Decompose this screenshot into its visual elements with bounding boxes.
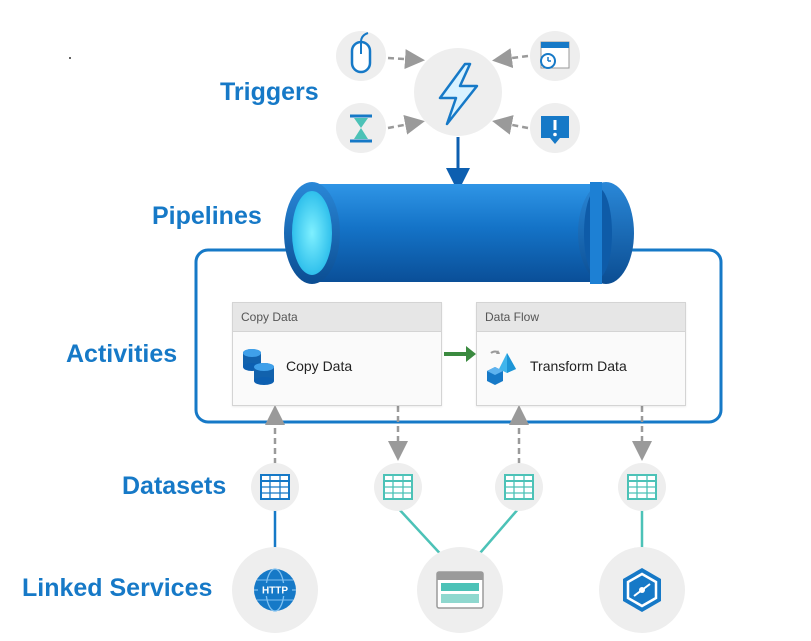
activity-card-label: Transform Data	[530, 358, 627, 374]
activity-card-header: Data Flow	[477, 303, 685, 332]
linked-service-storage	[417, 547, 503, 633]
trigger-alert	[530, 103, 580, 153]
pipelines-label: Pipelines	[152, 202, 262, 230]
data-flow-icon	[487, 350, 516, 385]
activity-card-header: Copy Data	[233, 303, 441, 332]
dataset-1	[251, 463, 299, 511]
hourglass-icon	[350, 114, 372, 143]
trigger-calendar	[530, 31, 580, 81]
activity-card-data-flow[interactable]: Data Flow Transform Data	[476, 302, 686, 406]
pipeline-pipe	[284, 182, 634, 284]
storage-icon	[436, 571, 484, 609]
linked-services-label: Linked Services	[22, 574, 213, 602]
datasets-label: Datasets	[122, 472, 227, 500]
lightning-icon	[438, 62, 479, 126]
linked-service-connectors	[273, 507, 644, 561]
trigger-mouse	[336, 31, 386, 81]
calendar-clock-icon	[540, 41, 570, 69]
alert-icon	[541, 116, 569, 144]
trigger-hourglass	[336, 103, 386, 153]
triggers-label: Triggers	[220, 78, 319, 106]
linked-service-synapse	[599, 547, 685, 633]
trigger-connectors	[387, 48, 529, 135]
linked-service-http: HTTP	[232, 547, 318, 633]
table-icon	[260, 474, 290, 500]
dataset-4	[618, 463, 666, 511]
dataset-3	[495, 463, 543, 511]
activity-card-copy-data[interactable]: Copy Data Copy Data	[232, 302, 442, 406]
table-icon	[627, 474, 657, 500]
http-globe-icon: HTTP	[254, 568, 296, 612]
http-badge: HTTP	[262, 586, 288, 597]
dataset-2	[374, 463, 422, 511]
activities-label: Activities	[66, 340, 178, 368]
activity-card-label: Copy Data	[286, 358, 353, 374]
copy-to-flow-arrowhead	[466, 346, 476, 362]
table-icon	[383, 474, 413, 500]
table-icon	[504, 474, 534, 500]
synapse-icon	[623, 568, 661, 612]
stray-dot	[69, 57, 71, 59]
dataset-connectors	[265, 405, 652, 464]
mouse-icon	[350, 32, 372, 74]
copy-data-icon	[243, 349, 274, 385]
trigger-hub	[414, 48, 502, 136]
